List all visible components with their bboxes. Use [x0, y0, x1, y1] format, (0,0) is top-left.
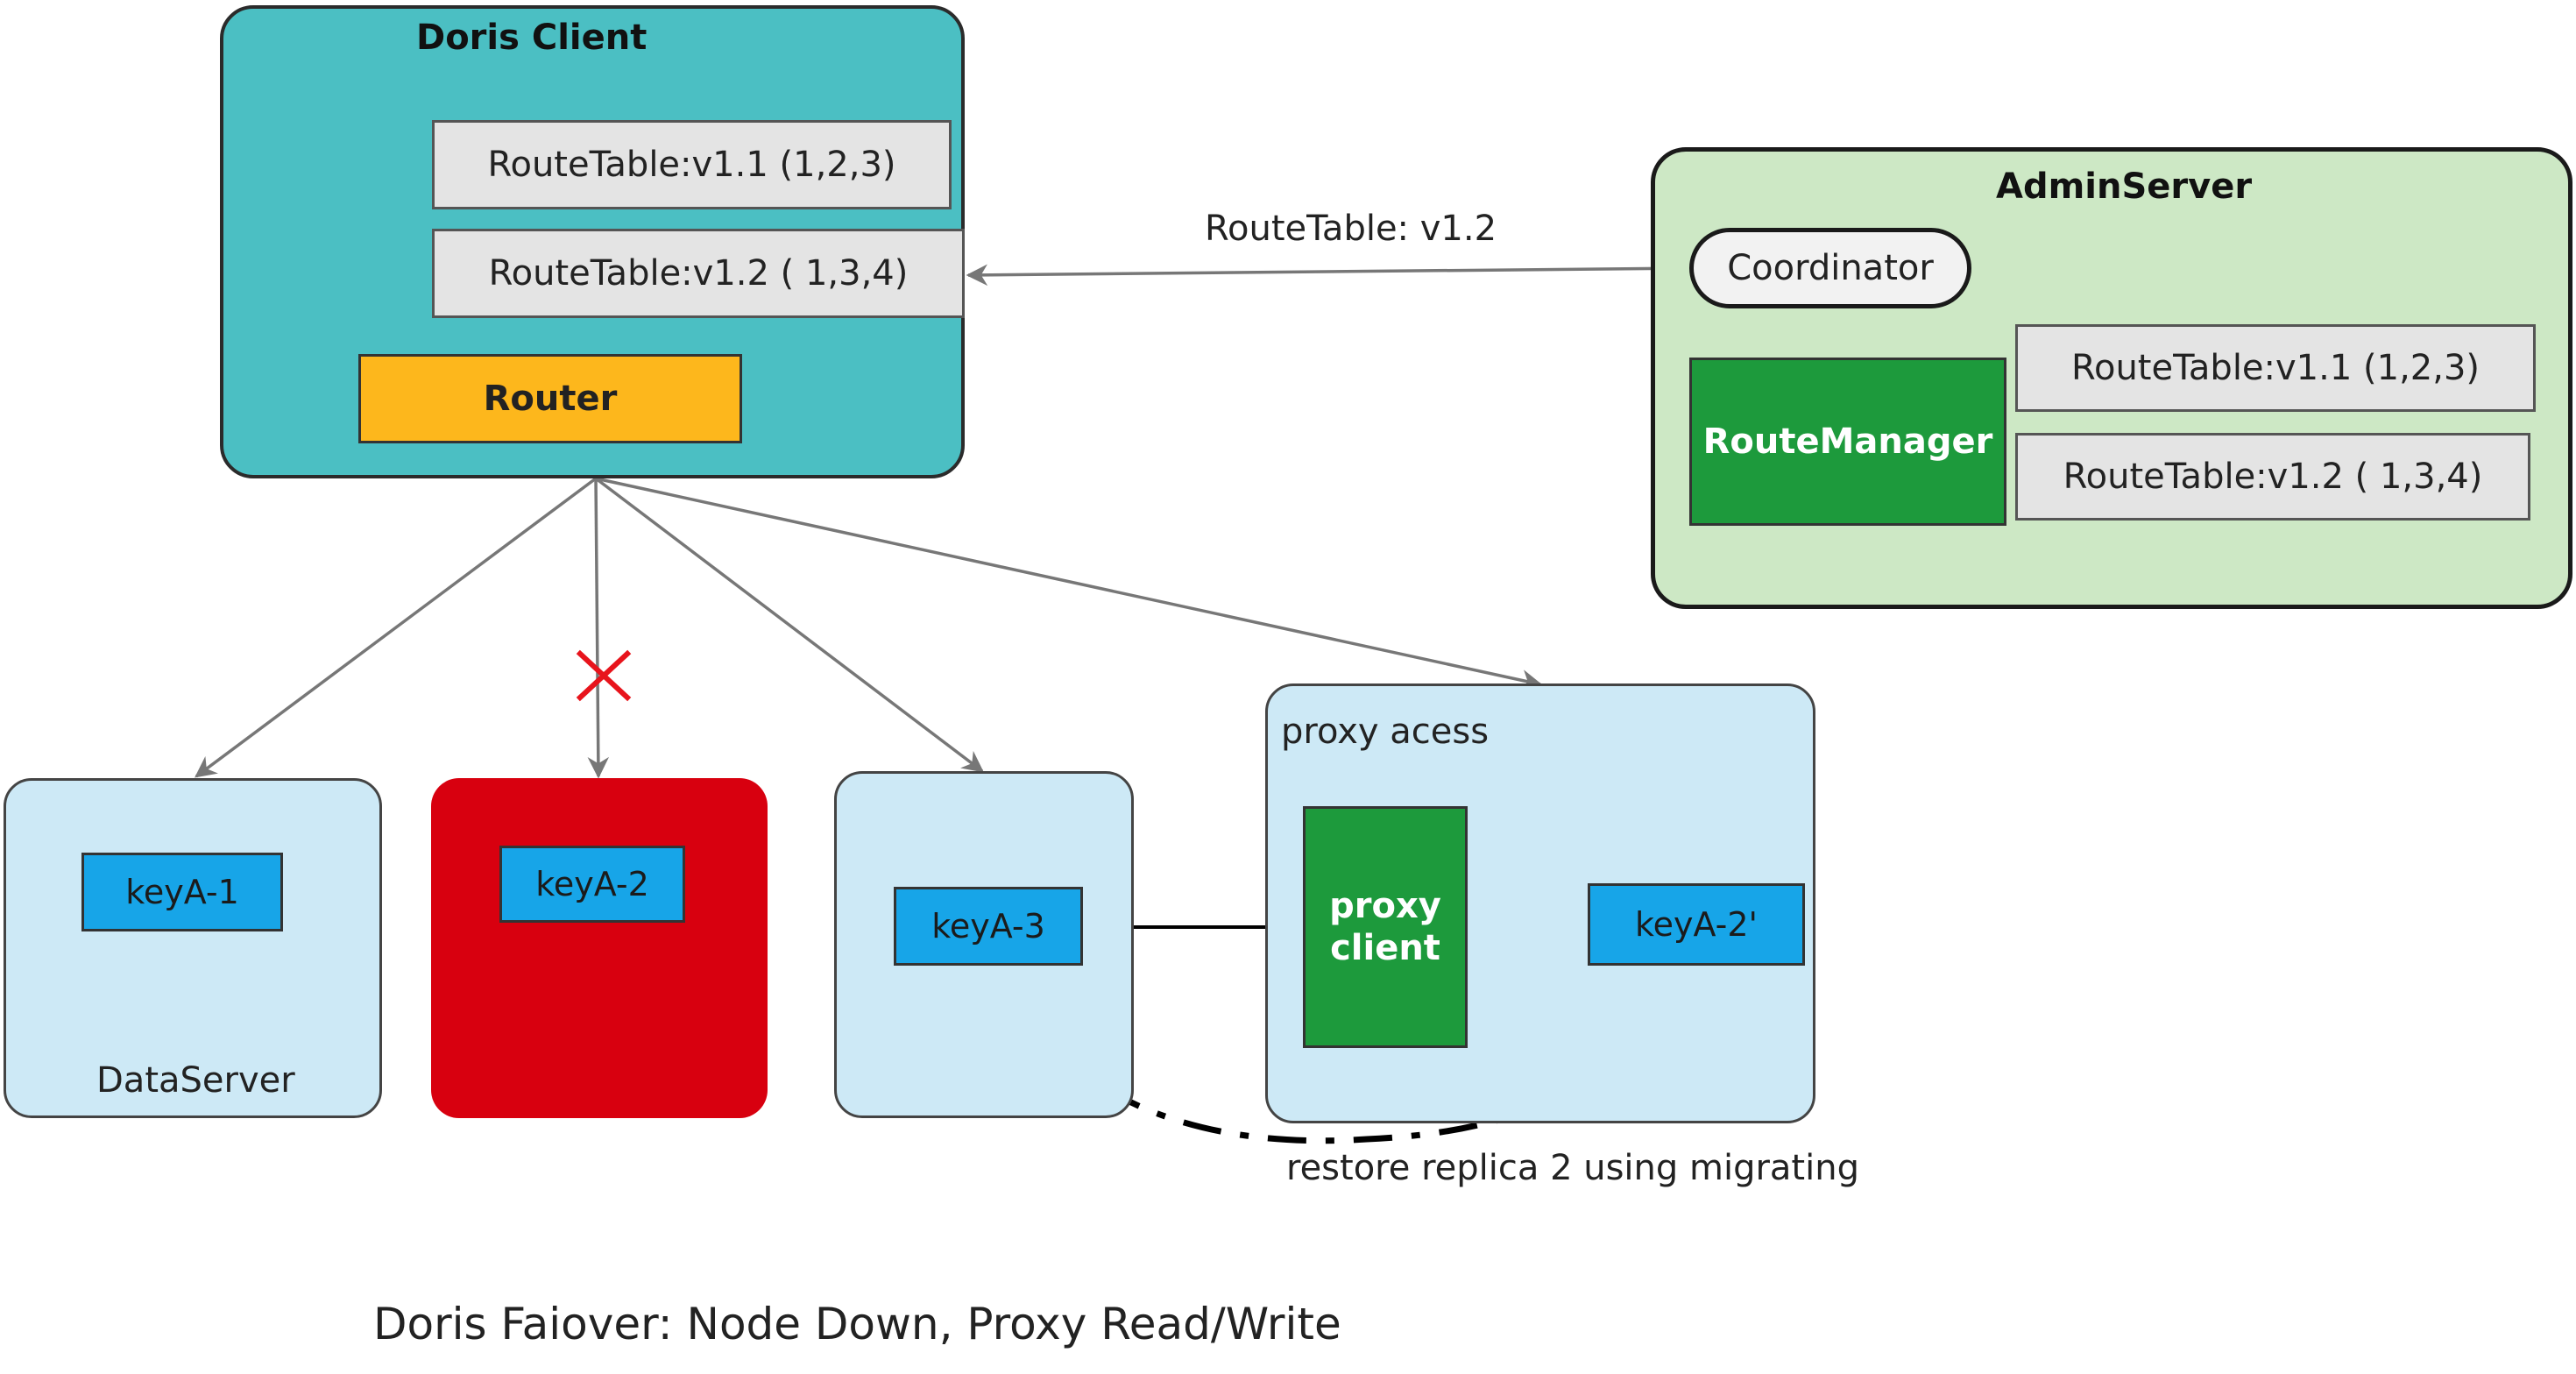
proxy-client-line-1: proxy [1329, 886, 1441, 926]
key-a-2[interactable]: keyA-2 [499, 846, 685, 923]
key-a-3[interactable]: keyA-3 [894, 887, 1083, 966]
client-route-table-v11[interactable]: RouteTable:v1.1 (1,2,3) [432, 120, 952, 209]
admin-server-title: AdminServer [1996, 166, 2253, 207]
router-to-ds1-arrow [195, 477, 598, 778]
data-server-label: DataServer [96, 1060, 295, 1101]
data-server-1[interactable] [4, 778, 382, 1118]
admin-route-table-v11[interactable]: RouteTable:v1.1 (1,2,3) [2015, 324, 2536, 412]
data-server-2-down[interactable] [431, 778, 768, 1118]
router-to-ds3-arrow [594, 477, 984, 773]
router-to-ds2-arrow [587, 478, 610, 779]
client-route-table-v12[interactable]: RouteTable:v1.2 ( 1,3,4) [432, 229, 965, 318]
migration-label: restore replica 2 using migrating [1286, 1148, 1859, 1188]
key-a-2-prime[interactable]: keyA-2' [1588, 883, 1805, 966]
doris-client-title: Doris Client [416, 18, 648, 58]
failure-x-icon [576, 649, 632, 702]
diagram-caption: Doris Faiover: Node Down, Proxy Read/Wri… [373, 1299, 1341, 1349]
coordinator-node[interactable]: Coordinator [1689, 228, 1971, 308]
router-to-proxy-arrow [595, 477, 1543, 691]
proxy-access-label: proxy acess [1281, 712, 1490, 752]
route-update-arrow [966, 264, 1690, 287]
proxy-client-node[interactable]: proxy client [1303, 806, 1468, 1048]
router-node[interactable]: Router [358, 354, 742, 443]
route-manager-node[interactable]: RouteManager [1689, 358, 2006, 526]
route-update-label: RouteTable: v1.2 [1205, 209, 1497, 249]
key-a-1[interactable]: keyA-1 [81, 853, 283, 931]
admin-route-table-v12[interactable]: RouteTable:v1.2 ( 1,3,4) [2015, 433, 2530, 521]
proxy-client-line-2: client [1330, 928, 1440, 968]
